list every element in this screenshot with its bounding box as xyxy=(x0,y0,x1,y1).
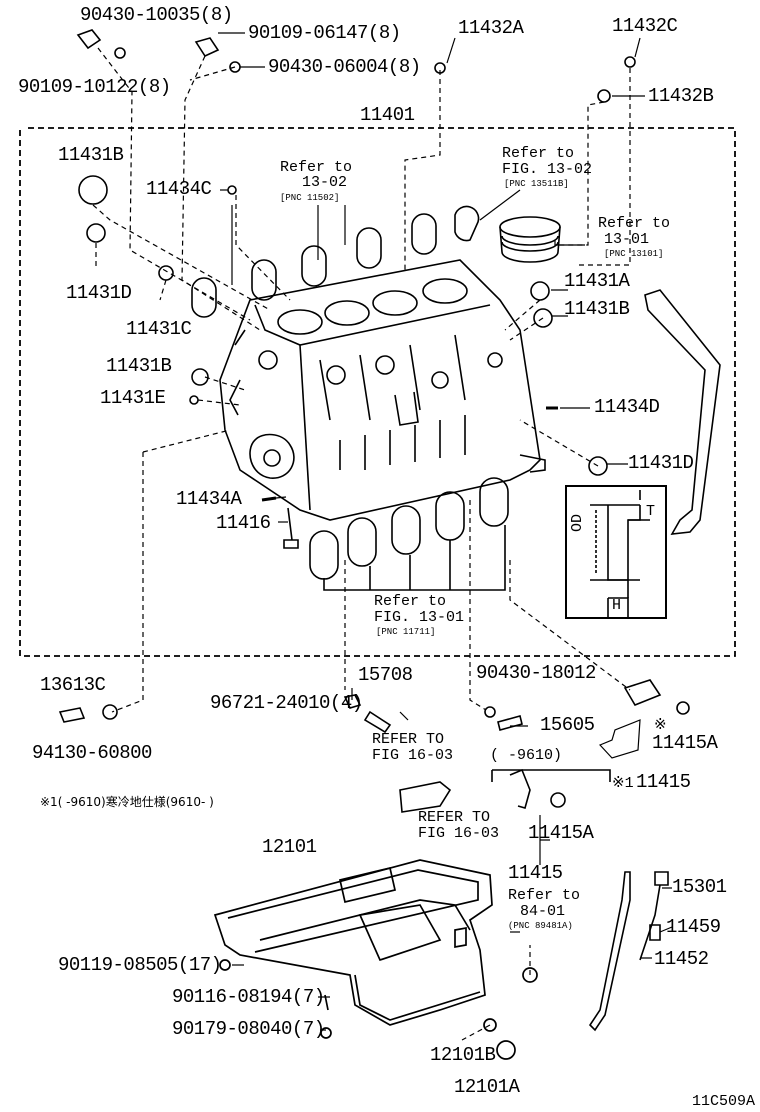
cylinder-block xyxy=(219,259,546,521)
dipstick xyxy=(588,871,669,1032)
label-11415-right: 11415 xyxy=(636,771,691,793)
ref2-line1: Refer to xyxy=(502,145,575,162)
label-11401: 11401 xyxy=(360,104,415,126)
ref1-pnc: [PNC 11502] xyxy=(280,193,340,203)
ref2-line2: FIG. 13-02 xyxy=(502,161,593,178)
ref7-pnc: (PNC 89481A) xyxy=(508,921,573,931)
label-11431D-left: 11431D xyxy=(66,282,132,304)
label-90109-06147: 90109-06147(8) xyxy=(248,22,401,44)
label-15301: 15301 xyxy=(672,876,727,898)
ref7-line2: 84-01 xyxy=(520,903,566,920)
label-90109-10122: 90109-10122(8) xyxy=(18,76,171,98)
ref4-pnc: [PNC 11711] xyxy=(376,627,436,637)
ref6-line2: FIG 16-03 xyxy=(418,825,500,842)
pump-parts xyxy=(58,679,690,813)
ref3-line1: Refer to xyxy=(598,215,671,232)
piston xyxy=(499,216,561,263)
cold-climate-footnote: ※1( -9610)寒冷地仕様(9610- ) xyxy=(40,795,214,809)
label-11431E: 11431E xyxy=(100,387,166,409)
ref7-line1: Refer to xyxy=(508,887,581,904)
label-13613C: 13613C xyxy=(40,674,106,696)
label-12101: 12101 xyxy=(262,836,317,858)
ref6-line1: REFER TO xyxy=(418,809,491,826)
label-96721-24010: 96721-24010(4) xyxy=(210,692,363,714)
oil-pan xyxy=(213,859,538,1060)
inset-od-label: OD xyxy=(569,513,586,532)
mark-top: ※ xyxy=(654,717,667,734)
ref2-pnc: [PNC 13511B] xyxy=(504,179,569,189)
ref4-line1: Refer to xyxy=(374,593,447,610)
label-11434C: 11434C xyxy=(146,178,212,200)
inset-t-label: T xyxy=(646,503,656,520)
label-11416: 11416 xyxy=(216,512,271,534)
plugs xyxy=(78,175,608,549)
ref3-pnc: [PNC 13101] xyxy=(604,249,664,259)
label-11431D-right: 11431D xyxy=(628,452,694,474)
label-90430-18012: 90430-18012 xyxy=(476,662,596,684)
label-11431B-mid: 11431B xyxy=(106,355,172,377)
label-11431C: 11431C xyxy=(126,318,192,340)
label-11415-bottom: 11415 xyxy=(508,862,563,884)
label-94130-60800: 94130-60800 xyxy=(32,742,152,764)
ref3-line2: 13-01 xyxy=(604,231,650,248)
label-11434D: 11434D xyxy=(594,396,660,418)
ref5-line2: FIG 16-03 xyxy=(372,747,454,764)
label-90430-06004: 90430-06004(8) xyxy=(268,56,421,78)
inset-h-label: H xyxy=(612,597,622,614)
label-90430-10035: 90430-10035(8) xyxy=(80,4,233,26)
assembly-frame xyxy=(19,127,736,657)
label-90119-08505: 90119-08505(17) xyxy=(58,954,222,976)
range-bracket: ( -9610) xyxy=(490,747,563,764)
label-11431A: 11431A xyxy=(564,270,630,292)
label-11432A: 11432A xyxy=(458,17,524,39)
ref4-line2: FIG. 13-01 xyxy=(374,609,465,626)
lower-bearings xyxy=(309,477,509,591)
label-90116-08194: 90116-08194(7) xyxy=(172,986,325,1008)
label-11415A-bottom: 11415A xyxy=(528,822,594,844)
label-11459: 11459 xyxy=(666,916,721,938)
label-15708: 15708 xyxy=(358,664,413,686)
label-11432B: 11432B xyxy=(648,85,714,107)
label-11431B-top: 11431B xyxy=(58,144,124,166)
arrow-path xyxy=(644,289,721,535)
ref1-line1: Refer to xyxy=(280,159,353,176)
inset-detail xyxy=(565,485,667,619)
label-11431B-right: 11431B xyxy=(564,298,630,320)
label-11415A-top: 11415A xyxy=(652,732,718,754)
ref1-line2: 13-02 xyxy=(302,174,348,191)
label-11434A: 11434A xyxy=(176,488,242,510)
label-11432C: 11432C xyxy=(612,15,678,37)
diagram-code: 11C509A xyxy=(692,1093,756,1110)
ref5-line1: REFER TO xyxy=(372,731,445,748)
label-12101A: 12101A xyxy=(454,1076,520,1098)
label-11452: 11452 xyxy=(654,948,709,970)
top-fasteners xyxy=(76,29,636,103)
solid-leaders xyxy=(218,32,673,1031)
mark-right: ※1 xyxy=(612,775,634,792)
upper-bearings xyxy=(191,213,437,318)
label-90179-08040: 90179-08040(7) xyxy=(172,1018,325,1040)
label-15605: 15605 xyxy=(540,714,595,736)
label-12101B: 12101B xyxy=(430,1044,496,1066)
